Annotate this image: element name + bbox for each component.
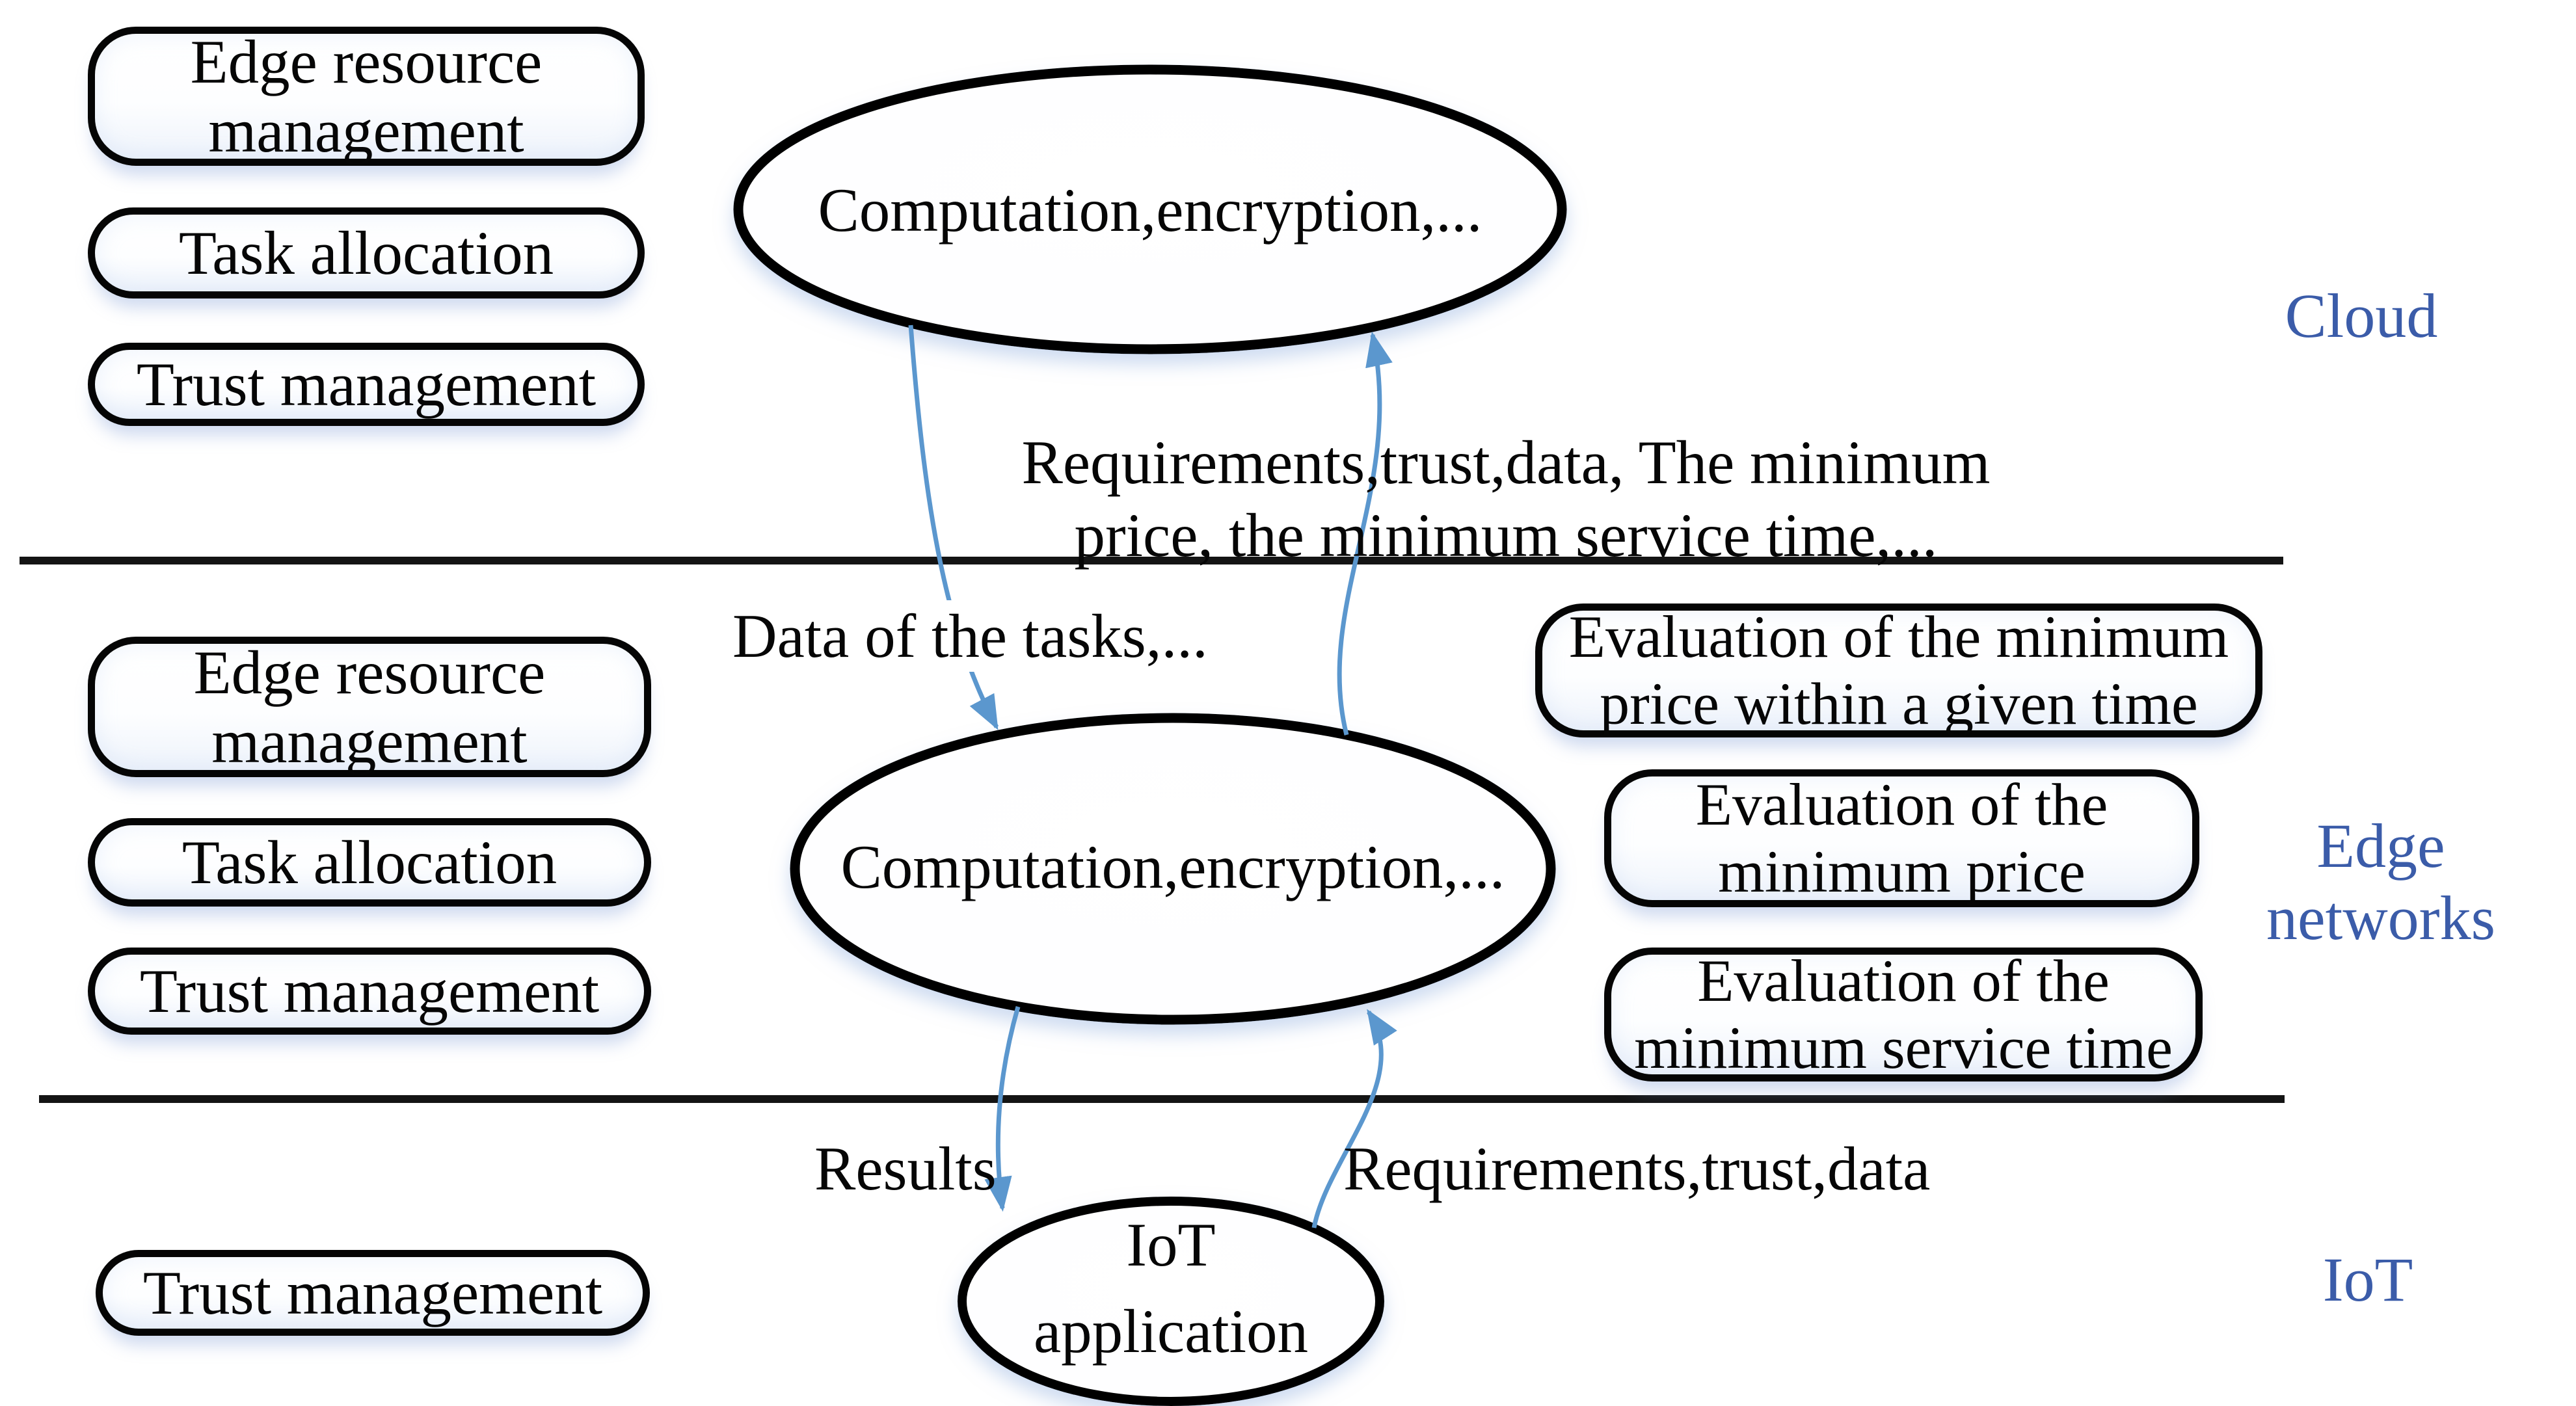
edge-box-eval-min-service-time: Evaluation of the minimum service time [1604, 948, 2203, 1081]
layer-label-edge-networks: Edge networks [2266, 811, 2495, 953]
cloud-computation-ellipse [733, 64, 1567, 354]
flow-label-to-cloud: Requirements,trust,data, The minimum pri… [1005, 426, 2007, 572]
edge-ellipse-label: Computation,encryption,... [840, 832, 1505, 901]
edge-box-trust-management: Trust management [88, 948, 651, 1035]
flow-label-to-edge: Requirements,trust,data [1343, 1134, 1931, 1203]
cloud-ellipse-label: Computation,encryption,... [818, 176, 1483, 245]
layer-label-iot: IoT [2322, 1245, 2413, 1314]
arrow-edge-to-iot-results [984, 1006, 1021, 1212]
iot-application-ellipse [958, 1197, 1384, 1406]
flow-label-data-of-tasks: Data of the tasks,... [727, 600, 1213, 672]
edge-box-eval-min-price: Evaluation of the minimum price [1604, 769, 2199, 907]
iot-ellipse-label: IoT application [962, 1202, 1380, 1375]
iot-box-trust-management: Trust management [96, 1250, 650, 1336]
cloud-box-task-allocation: Task allocation [88, 207, 645, 298]
edge-box-eval-min-price-given-time: Evaluation of the minimum price within a… [1535, 604, 2262, 737]
edge-computation-ellipse [790, 713, 1556, 1025]
arrow-edge-to-cloud-requirements [1337, 331, 1393, 736]
edge-box-edge-resource-management: Edge resource management [88, 637, 651, 777]
cloud-box-edge-resource-management: Edge resource management [88, 27, 645, 166]
arrow-iot-to-edge-requirements [1311, 1009, 1397, 1228]
flow-label-results: Results [814, 1134, 997, 1203]
iot-ellipse-label-line1: IoT [1126, 1210, 1216, 1279]
cloud-box-trust-management: Trust management [88, 343, 645, 426]
edge-box-task-allocation: Task allocation [88, 818, 651, 907]
arrow-cloud-to-edge-data-of-tasks [908, 325, 999, 730]
iot-ellipse-label-line2: application [1033, 1297, 1309, 1366]
flow-label-to-cloud-line1: Requirements,trust,data, The minimum [1021, 428, 1991, 497]
layer-label-cloud: Cloud [2285, 281, 2438, 351]
flow-label-to-cloud-line2: price, the minimum service time,... [1074, 501, 1938, 570]
